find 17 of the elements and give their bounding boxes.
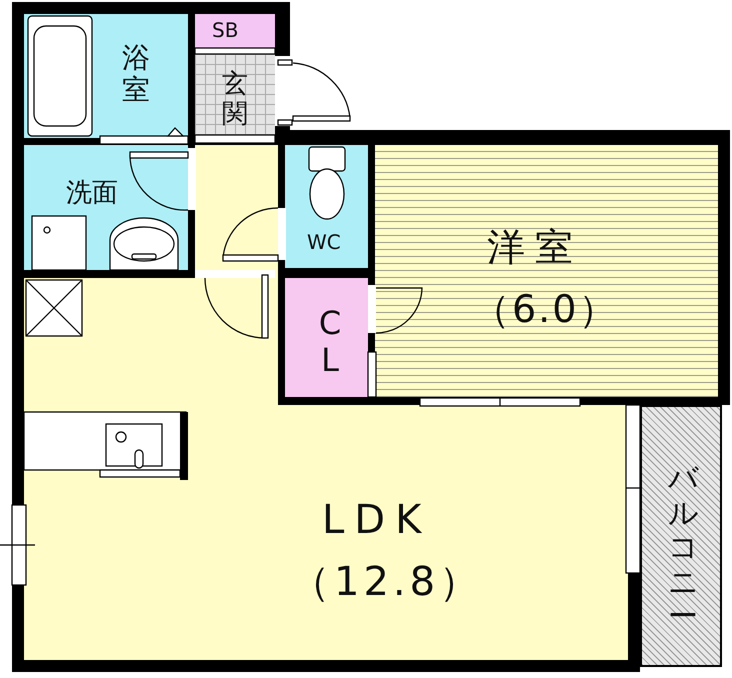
room-label: CL xyxy=(318,305,342,379)
room-area xyxy=(195,14,275,48)
room-area xyxy=(640,405,722,667)
room-label: SB xyxy=(212,20,238,40)
room-label: 玄関 xyxy=(222,70,248,130)
room-label: バルコニー xyxy=(668,462,698,634)
room-area xyxy=(375,145,718,397)
room-area xyxy=(195,54,275,135)
room-label: 洗面 xyxy=(66,180,118,206)
room-area xyxy=(24,145,628,660)
area-label: （6.0） xyxy=(472,290,618,328)
room-label: 浴室 xyxy=(122,42,150,106)
room-label: 洋室 xyxy=(487,228,583,266)
room-label: LDK xyxy=(322,500,432,540)
area-label: （12.8） xyxy=(290,562,484,602)
room-area xyxy=(285,278,368,397)
room-label: WC xyxy=(307,232,341,252)
